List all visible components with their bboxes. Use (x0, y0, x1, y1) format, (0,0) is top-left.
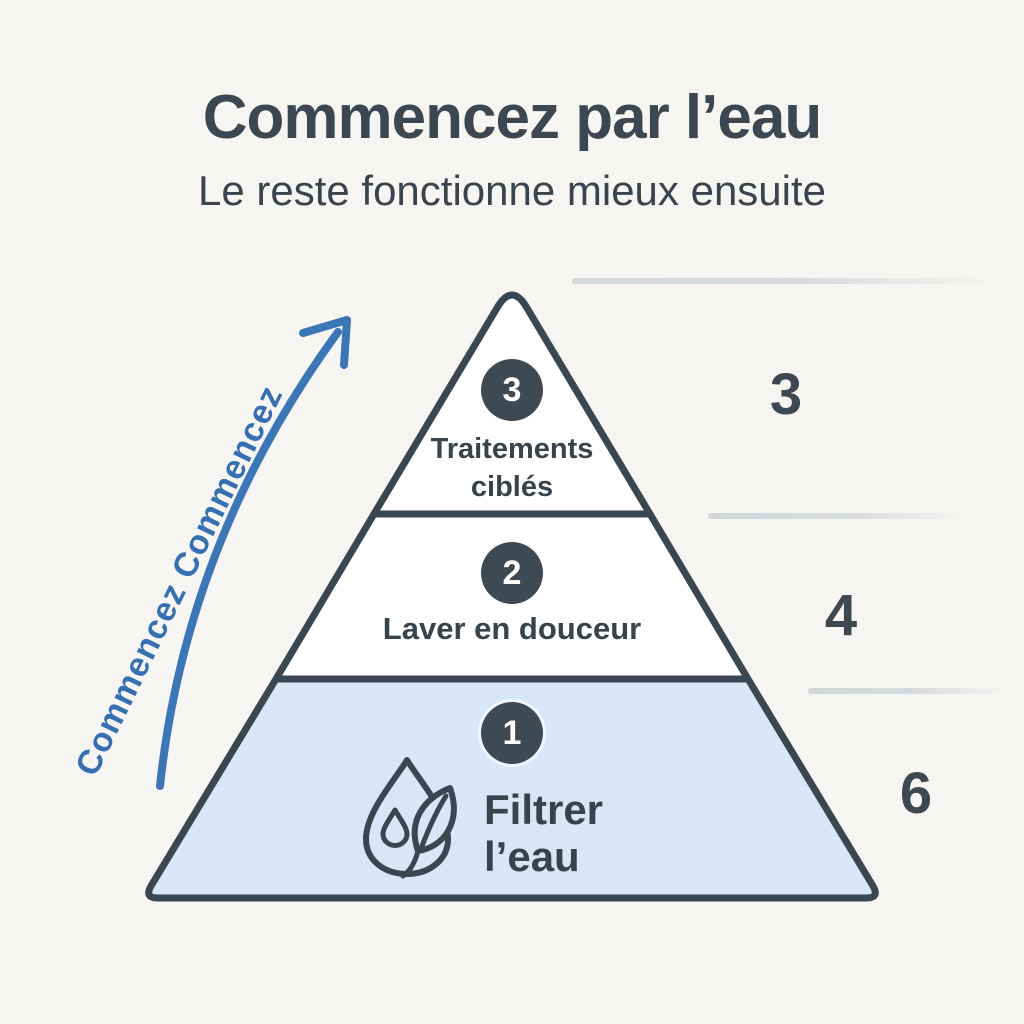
tier-1-label: Filtrer l’eau (484, 786, 784, 880)
tier-3-label: Traitements ciblés (0, 430, 1024, 506)
growth-arrow (156, 316, 351, 790)
small-drop-outline (380, 807, 410, 848)
reference-line-bottom (808, 688, 1006, 694)
tier-3-badge: 3 (481, 359, 543, 421)
page-subtitle: Le reste fonctionne mieux ensuite (197, 167, 827, 214)
tier-1-label-line-1: Filtrer (484, 786, 604, 833)
tier-2-label: Laver en douceur (382, 611, 642, 646)
page-title: Commencez par l’eau (202, 83, 822, 152)
leaf-stem (400, 848, 421, 879)
tier-2-badge: 2 (481, 542, 543, 604)
side-count-tier-1: 6 (899, 761, 933, 826)
water-drop-leaf-icon (363, 757, 457, 879)
tier-3-label-line-1: Traitements (430, 433, 594, 465)
tier-1-badge: 1 (481, 702, 543, 764)
reference-line-middle (708, 513, 966, 519)
side-count-tier-3: 3 (769, 362, 803, 427)
reference-line-top (572, 278, 996, 284)
leaf-vein (419, 793, 449, 849)
side-count-tier-2: 4 (824, 583, 858, 648)
tier-1-shape (145, 675, 879, 902)
tier-1-label-line-2: l’eau (484, 833, 580, 880)
arrow-head (299, 316, 351, 369)
arrow-shaft (156, 328, 342, 790)
tier-3-label-line-2: ciblés (470, 471, 554, 503)
